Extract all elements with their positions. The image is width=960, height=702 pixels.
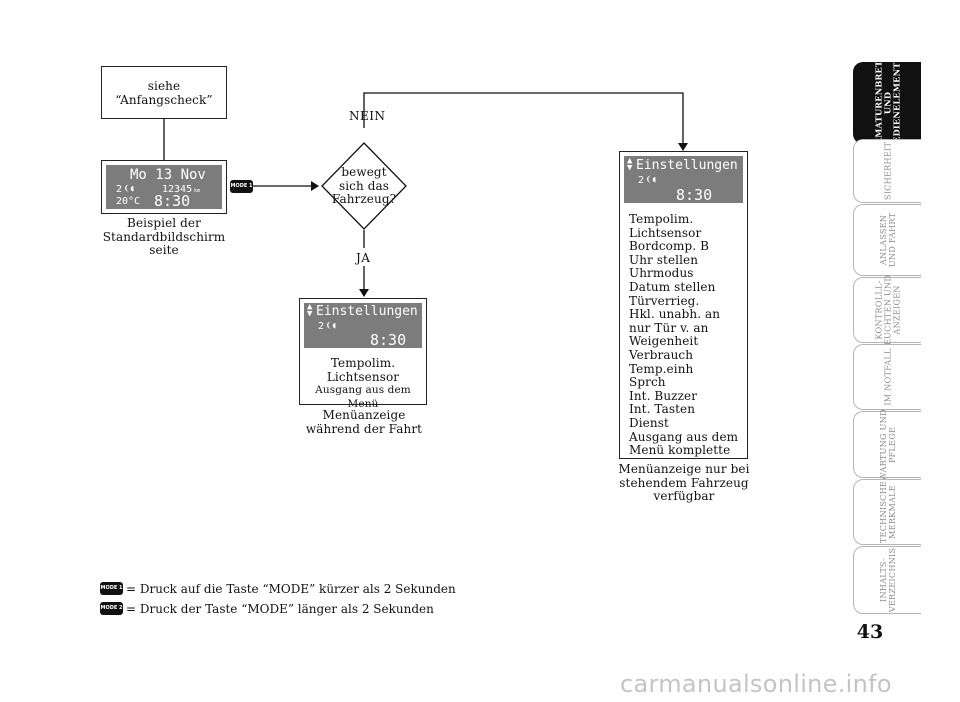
lcd-gear: 2 [116,184,123,195]
driving-menu-item: Lichtsensor [326,369,400,384]
lcd-time: 8:30 [154,192,191,210]
tab-wartung[interactable]: WARTUNG UND PFLEGE [853,409,921,480]
lcd-title: Einstellungen [636,158,738,173]
lcd-gear: 2 [318,321,325,332]
driving-menu-box: ▲▼ Einstellungen 2 ❨◖ 8:30 Tempolim. Lic… [299,298,427,410]
headlight-icon: ❨◖ [326,321,337,331]
standard-screen-box: Mo 13 Nov 2 ❨◖ 12345 km 20°C 8:30 [101,160,227,214]
up-down-arrow-icon: ▲▼ [627,156,633,173]
anfangscheck-line1: siehe [147,79,181,93]
tab-label: TECHNISCHE MERKMALE [878,481,897,543]
tab-sicherheit[interactable]: SICHERHEIT [853,139,921,203]
lcd-date: Mo 13 Nov [130,167,206,183]
page-number: 43 [856,621,884,643]
tab-kontrollleuchten[interactable]: KONTROLLL- EUCHTEN UND ANZEIGEN [853,275,921,345]
tab-label-line: MERKMALE [886,485,897,539]
driving-menu-lcd: ▲▼ Einstellungen 2 ❨◖ 8:30 [304,302,422,349]
up-down-arrow-icon: ▲▼ [307,302,313,319]
caption-line: Menüanzeige [322,408,406,422]
decision-line: Fahrzeug? [331,192,397,207]
menu-item: Lichtsensor [629,225,702,240]
decision-line: sich das [338,178,390,193]
lcd-odometer-unit: km [194,188,201,194]
tab-armaturenbrett[interactable]: ARMATURENBRETT UND BEDIENELEMENTE [853,55,921,151]
tab-label: ANLASSEN UND FAHRT [878,212,897,268]
anfangscheck-box: siehe “Anfangscheck” [101,66,227,119]
stationary-menu-caption: Menüanzeige nur bei stehendem Fahrzeug v… [609,462,759,504]
mode-2-icon: MODE 2 [100,602,123,615]
lcd-temperature: 20°C [116,196,141,207]
menu-item: Bordcomp. B [629,239,710,254]
menu-item: Dienst [629,415,669,430]
tab-label: IM NOTFALL [882,348,892,406]
menu-item: Weigenheit [629,334,699,349]
lcd-time: 8:30 [370,331,407,349]
caption-line: während der Fahrt [305,421,423,436]
tab-label: SICHERHEIT [882,141,892,201]
watermark: carmanualsonline.info [620,670,892,698]
menu-item: Sprch [629,375,666,390]
tab-label-line: IM NOTFALL [882,348,892,406]
tab-label-line: VERZEICHNIS [886,547,897,613]
tab-label-line: SICHERHEIT [882,141,892,201]
mode-short-icon: MODE 1 [230,180,253,193]
tab-label: WARTUNG UND PFLEGE [878,409,897,480]
tab-label: KONTROLLL- EUCHTEN UND ANZEIGEN [873,275,901,345]
lcd-time: 8:30 [676,186,713,204]
menu-item: Ausgang aus dem [629,429,739,444]
lcd-title: Einstellungen [316,304,418,319]
tab-label-line: ANZEIGEN [891,285,901,335]
stationary-menu-box: ▲▼ Einstellungen 2 ❨◖ 8:30 Tempolim. Lic… [619,151,748,459]
tab-label-line: BEDIENELEMENTE [891,56,901,150]
menu-item: Uhrmodus [629,266,694,281]
menu-item: Türverrieg. [629,293,700,308]
lcd-gear: 2 [638,175,645,186]
menu-item: Temp.einh [629,361,694,376]
no-branch-arrow [363,92,688,151]
standard-screen-caption: Beispiel der Standardbildschirm seite [94,216,234,258]
lcd-odometer: 12345 [162,184,193,195]
menu-item: Int. Tasten [629,402,696,417]
driving-menu-item: Ausgang aus dem Menü [315,384,411,410]
anfangscheck-line2: “Anfangscheck” [115,92,213,107]
caption-line: Standardbildschirm [102,229,226,244]
stationary-menu-lcd: ▲▼ Einstellungen 2 ❨◖ 8:30 [624,156,743,204]
menu-item: Tempolim. [629,212,694,226]
legend-text-short: = Druck auf die Taste “MODE” kürzer als … [126,582,456,596]
caption-line: Beispiel der [127,216,201,230]
menu-item: Int. Buzzer [629,388,698,403]
tab-anlassen[interactable]: ANLASSEN UND FAHRT [853,204,921,276]
standard-screen-lcd: Mo 13 Nov 2 ❨◖ 12345 km 20°C 8:30 [106,165,222,210]
headlight-icon: ❨◖ [124,184,135,194]
tab-inhaltsverzeichnis[interactable]: INHALTS- VERZEICHNIS [853,546,921,614]
decision-yes-label: JA [356,251,371,265]
tab-label: ARMATURENBRETT UND BEDIENELEMENTE [873,55,901,152]
headlight-icon: ❨◖ [646,175,657,185]
stationary-menu-list: Tempolim. Lichtsensor Bordcomp. B Uhr st… [629,212,739,458]
menu-item: nur Tür v. an [629,320,709,335]
caption-line: Menüanzeige nur bei [618,462,750,476]
tab-technische-merkmale[interactable]: TECHNISCHE MERKMALE [853,479,921,545]
menu-item: Uhr stellen [629,252,699,267]
tab-label: INHALTS- VERZEICHNIS [878,547,897,613]
driving-menu-caption: Menüanzeige während der Fahrt [294,408,434,436]
caption-line: stehendem Fahrzeug [619,475,749,490]
decision-diamond [321,142,407,230]
menu-item: Verbrauch [629,347,694,362]
menu-item: Datum stellen [629,279,716,294]
decision-line: bewegt [341,165,387,179]
legend-text-long: = Druck der Taste “MODE” länger als 2 Se… [126,602,434,616]
caption-line: seite [149,243,179,258]
decision-no-label: NEIN [349,109,386,123]
driving-menu-item: Tempolim. [330,356,396,370]
tab-label-line: PFLEGE [886,426,897,463]
decision-text: bewegt sich das Fahrzeug? [324,165,404,207]
mode-1-icon: MODE 1 [100,582,123,595]
caption-line: verfügbar [653,489,715,504]
menu-item: Hkl. unabh. an [629,307,721,322]
menu-item: Menü komplette [629,443,731,458]
tab-im-notfall[interactable]: IM NOTFALL [853,344,921,410]
tab-label-line: UND FAHRT [886,212,897,268]
